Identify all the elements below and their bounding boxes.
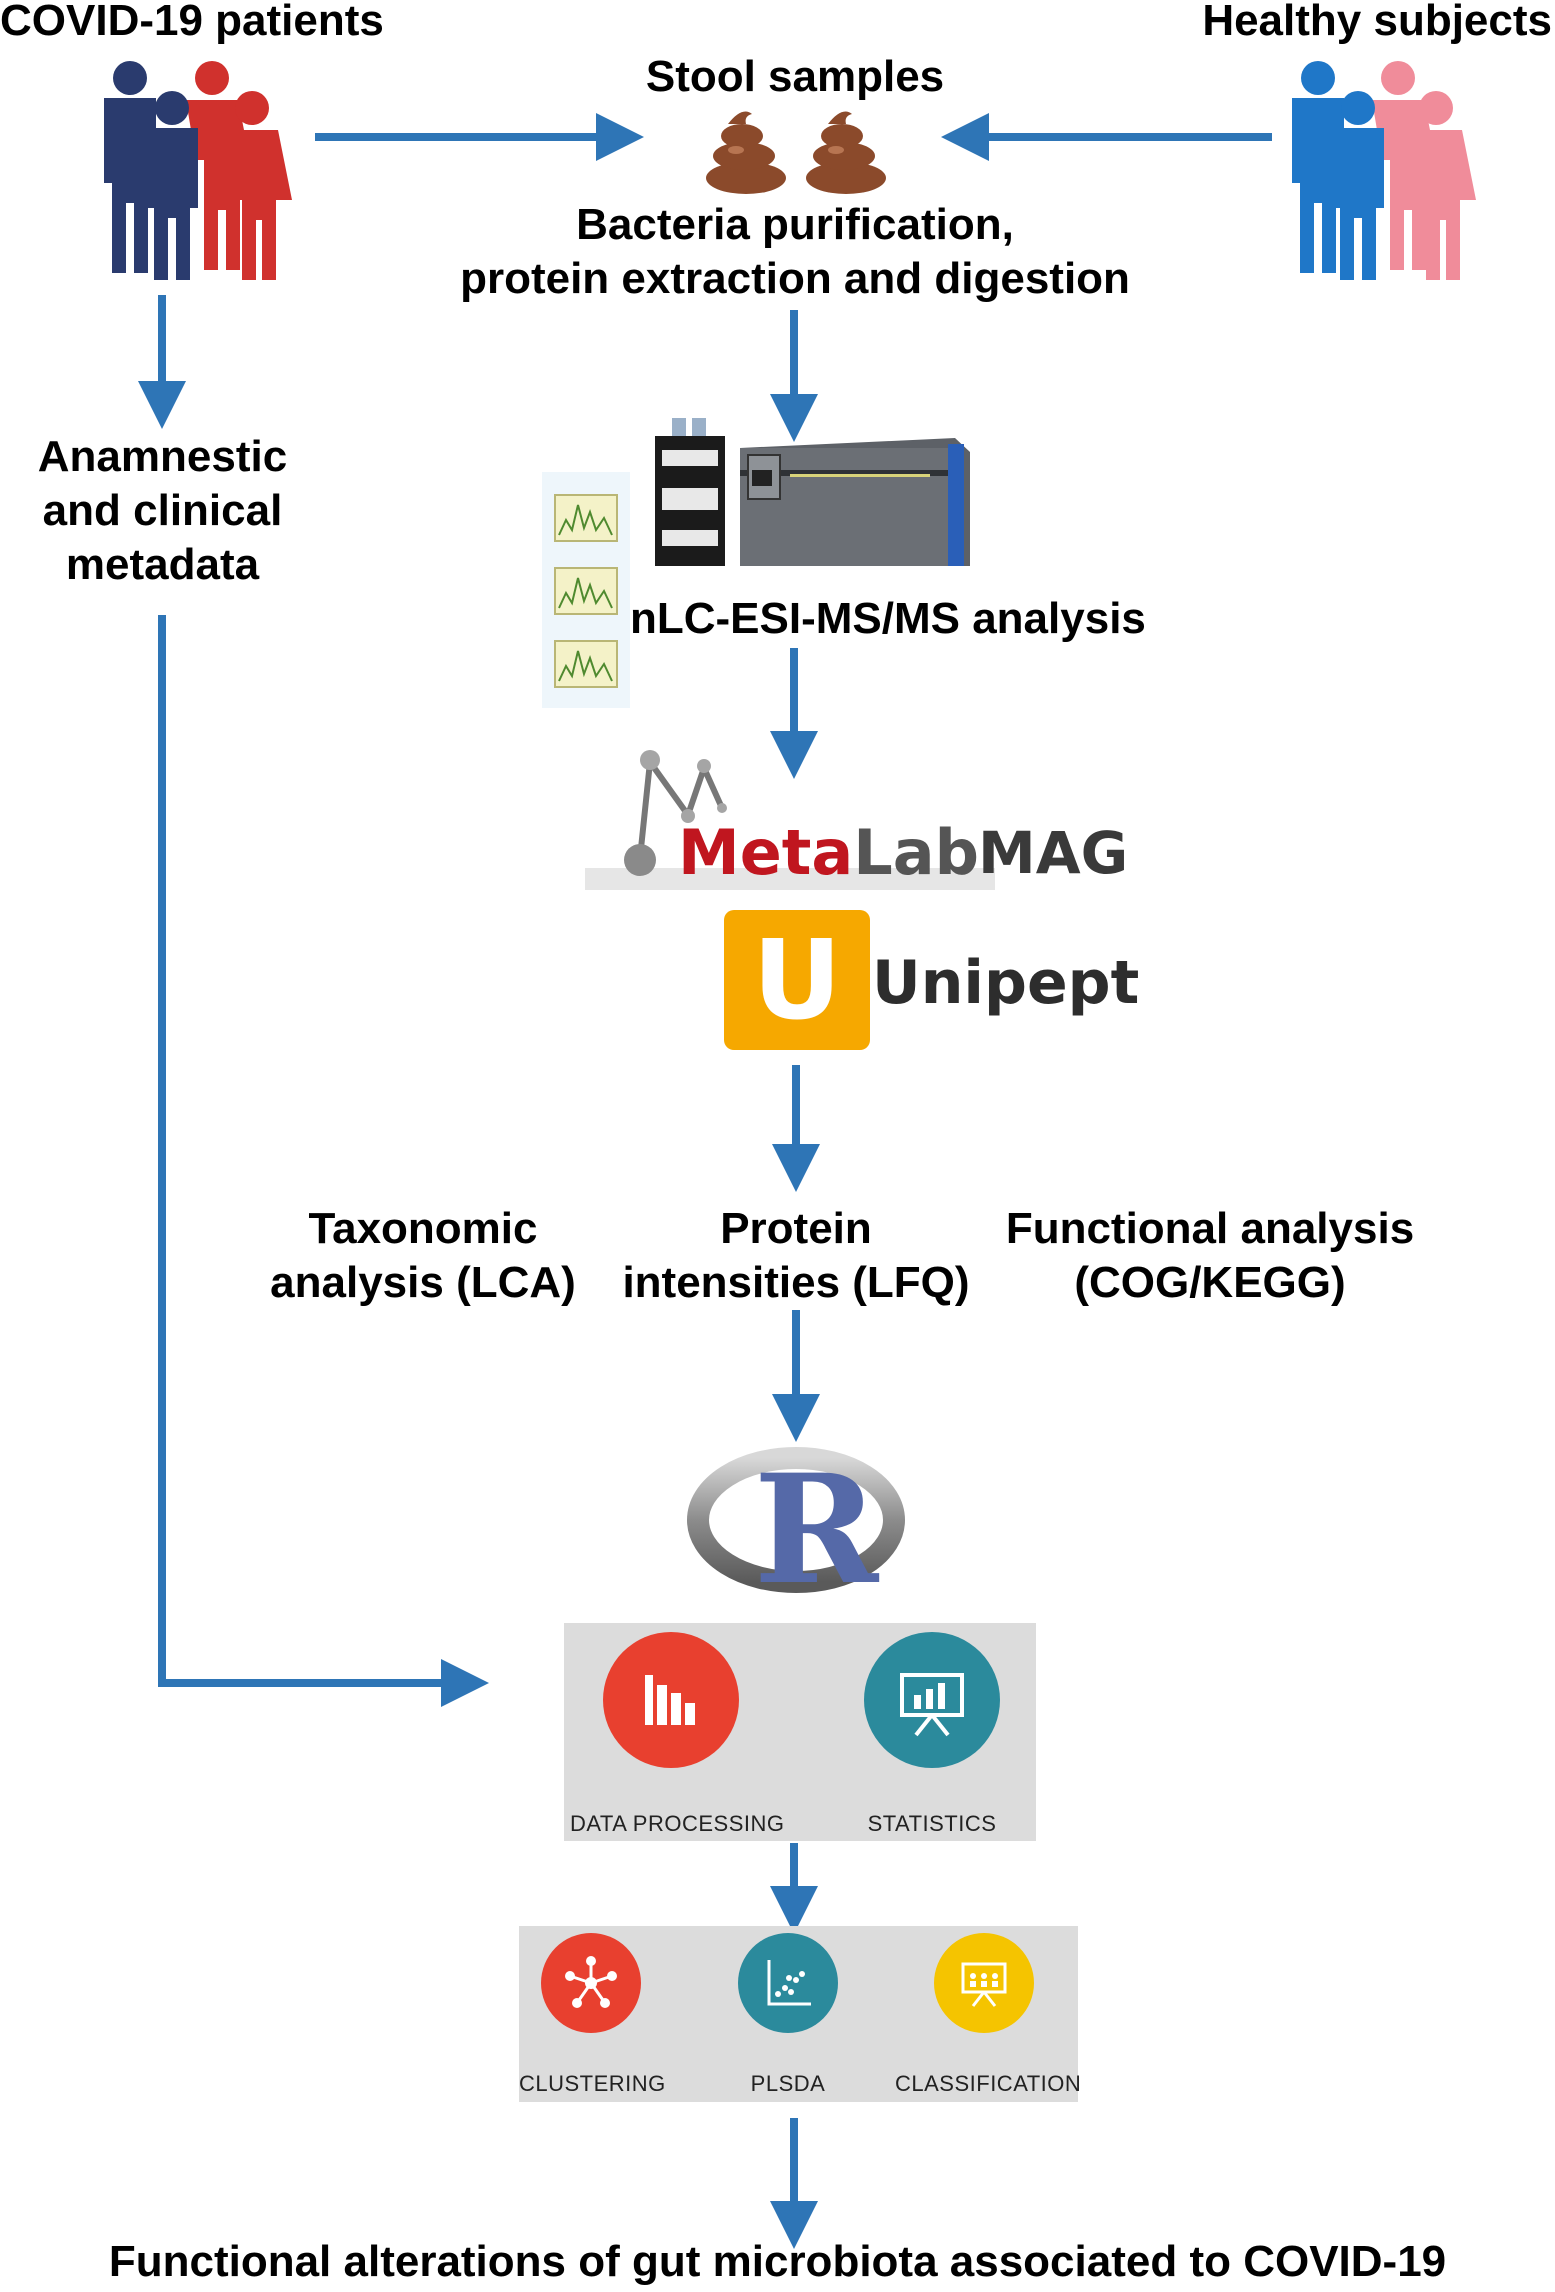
bacteria-purification-label: Bacteria purification, protein extractio… [460, 200, 1130, 303]
stool-icon [806, 111, 886, 194]
statistics-label: STATISTICS [867, 1811, 997, 1836]
clustering-label: CLUSTERING [519, 2071, 666, 2096]
data-processing-icon [603, 1632, 739, 1768]
functional-analysis-label: Functional analysis (COG/KEGG) [1005, 1204, 1415, 1307]
anamnestic-metadata-label: Anamnestic and clinical metadata [37, 432, 288, 589]
data-processing-label: DATA PROCESSING [570, 1811, 785, 1836]
spectrum-icon [554, 494, 618, 542]
metalab-logo-text: MetaLab [678, 816, 979, 889]
statistics-icon [864, 1632, 1000, 1768]
analysis-panel-1: DATA PROCESSING STATISTICS [564, 1623, 1036, 1841]
arrow-metadata-to-panel [158, 615, 489, 1707]
healthy-subjects-label: Healthy subjects [1202, 0, 1552, 45]
final-result-label: Functional alterations of gut microbiota… [108, 2237, 1447, 2286]
spectrum-icon [554, 567, 618, 615]
clustering-icon [541, 1933, 641, 2033]
plsda-label: PLSDA [750, 2071, 826, 2096]
metalab-mag-text: MAG [978, 819, 1129, 887]
stool-icon [706, 111, 786, 194]
plsda-icon [738, 1933, 838, 2033]
unipept-name: Unipept [872, 948, 1140, 1018]
classification-label: CLASSIFICATION [895, 2071, 1082, 2096]
classification-icon [934, 1933, 1034, 2033]
taxonomic-analysis-label: Taxonomic analysis (LCA) [270, 1204, 576, 1307]
protein-intensities-label: Protein intensities (LFQ) [622, 1204, 970, 1307]
stool-samples-label: Stool samples [645, 52, 945, 101]
unipept-logo-letter: U [752, 916, 842, 1044]
covid-patients-label: COVID-19 patients [0, 0, 384, 45]
unipept-logo-icon: U [724, 910, 870, 1050]
r-logo-letter: R [753, 1442, 879, 1618]
nlc-analysis-label: nLC-ESI-MS/MS analysis [630, 594, 1146, 643]
analysis-panel-2: CLUSTERING PLSDA CLASSIFICATION [519, 1926, 1082, 2102]
spectrum-icon [554, 640, 618, 688]
